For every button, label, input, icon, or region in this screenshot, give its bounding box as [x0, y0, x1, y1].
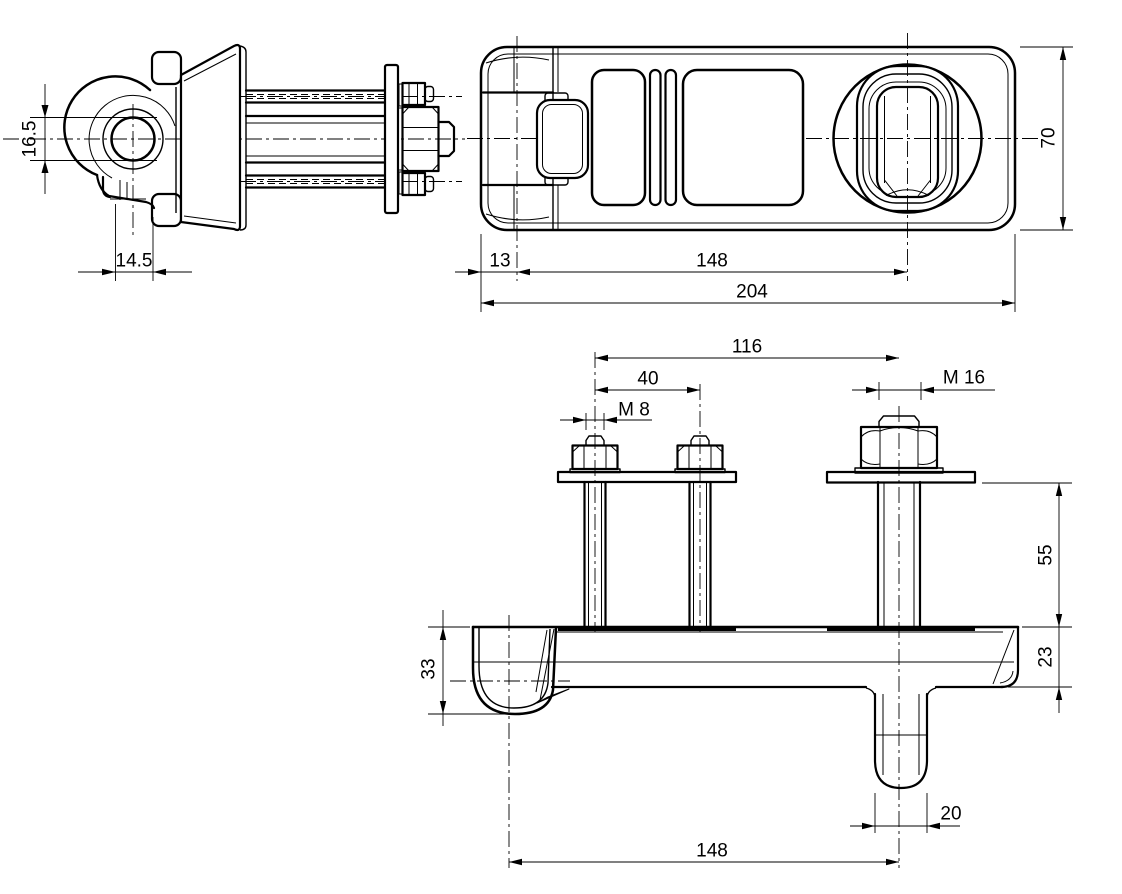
- plan-view: 13 148 204 70: [455, 33, 1073, 312]
- label-stud-thread: M 8: [560, 400, 652, 430]
- pad-small: [590, 68, 647, 207]
- svg-text:204: 204: [736, 282, 768, 303]
- bolt-tip: [437, 120, 456, 158]
- dim-stud-to-bolt: 116: [595, 337, 899, 362]
- svg-text:40: 40: [637, 369, 658, 390]
- pad-large: [681, 68, 805, 207]
- m8-nut-bottom: [398, 171, 435, 197]
- dim-body-width: 70: [1020, 46, 1073, 231]
- svg-text:M 8: M 8: [618, 400, 650, 421]
- clamp-tab-top: [150, 50, 183, 86]
- locating-pin: [865, 687, 937, 790]
- svg-text:116: 116: [732, 337, 762, 358]
- label-bolt-thread: M 16: [852, 368, 995, 400]
- stud-plate: [556, 470, 738, 484]
- latch-body: [471, 625, 1020, 689]
- svg-text:M 16: M 16: [943, 368, 985, 389]
- rib-slot-1: [648, 68, 662, 207]
- dim-body-thickness: 23: [1008, 627, 1072, 713]
- svg-text:16.5: 16.5: [20, 121, 41, 158]
- dim-edge-to-pin: 13: [455, 234, 907, 312]
- dim-pin-to-boss: 148: [696, 251, 907, 276]
- bolt-shaft: [244, 89, 387, 189]
- svg-text:20: 20: [940, 804, 961, 825]
- rib-slot-2: [664, 68, 678, 207]
- backing-plate-edge: [383, 63, 400, 215]
- hook-end: [471, 625, 570, 716]
- dim-hook-to-bolt: 148: [509, 841, 899, 866]
- dim-stud-length: 55: [982, 482, 1072, 628]
- svg-text:23: 23: [1036, 646, 1057, 667]
- m8-nut-top: [398, 81, 435, 107]
- svg-text:13: 13: [489, 251, 510, 272]
- end-view: 16.5 14.5: [3, 43, 465, 281]
- svg-text:14.5: 14.5: [116, 251, 153, 272]
- pivot-head-outline: [63, 75, 152, 177]
- hinge-roller: [535, 98, 590, 180]
- dim-pin-diameter: 20: [850, 793, 962, 833]
- dim-overall-length: 204: [481, 234, 1016, 312]
- m16-nut: [398, 105, 456, 173]
- svg-text:70: 70: [1039, 127, 1060, 148]
- svg-text:33: 33: [419, 658, 440, 679]
- dim-hole-diameter: 16.5: [20, 84, 157, 194]
- bolt-plate: [825, 470, 977, 484]
- dim-stud-spacing: 40: [595, 369, 700, 394]
- dim-hook-depth: 33: [419, 610, 505, 726]
- svg-text:55: 55: [1036, 544, 1057, 565]
- bracket-housing: [179, 43, 242, 232]
- front-view: 116 40 M 8 M 16 55 23: [419, 337, 1072, 868]
- svg-text:148: 148: [696, 841, 728, 862]
- svg-text:148: 148: [696, 251, 728, 272]
- dim-pivot-offset: 14.5: [78, 204, 192, 281]
